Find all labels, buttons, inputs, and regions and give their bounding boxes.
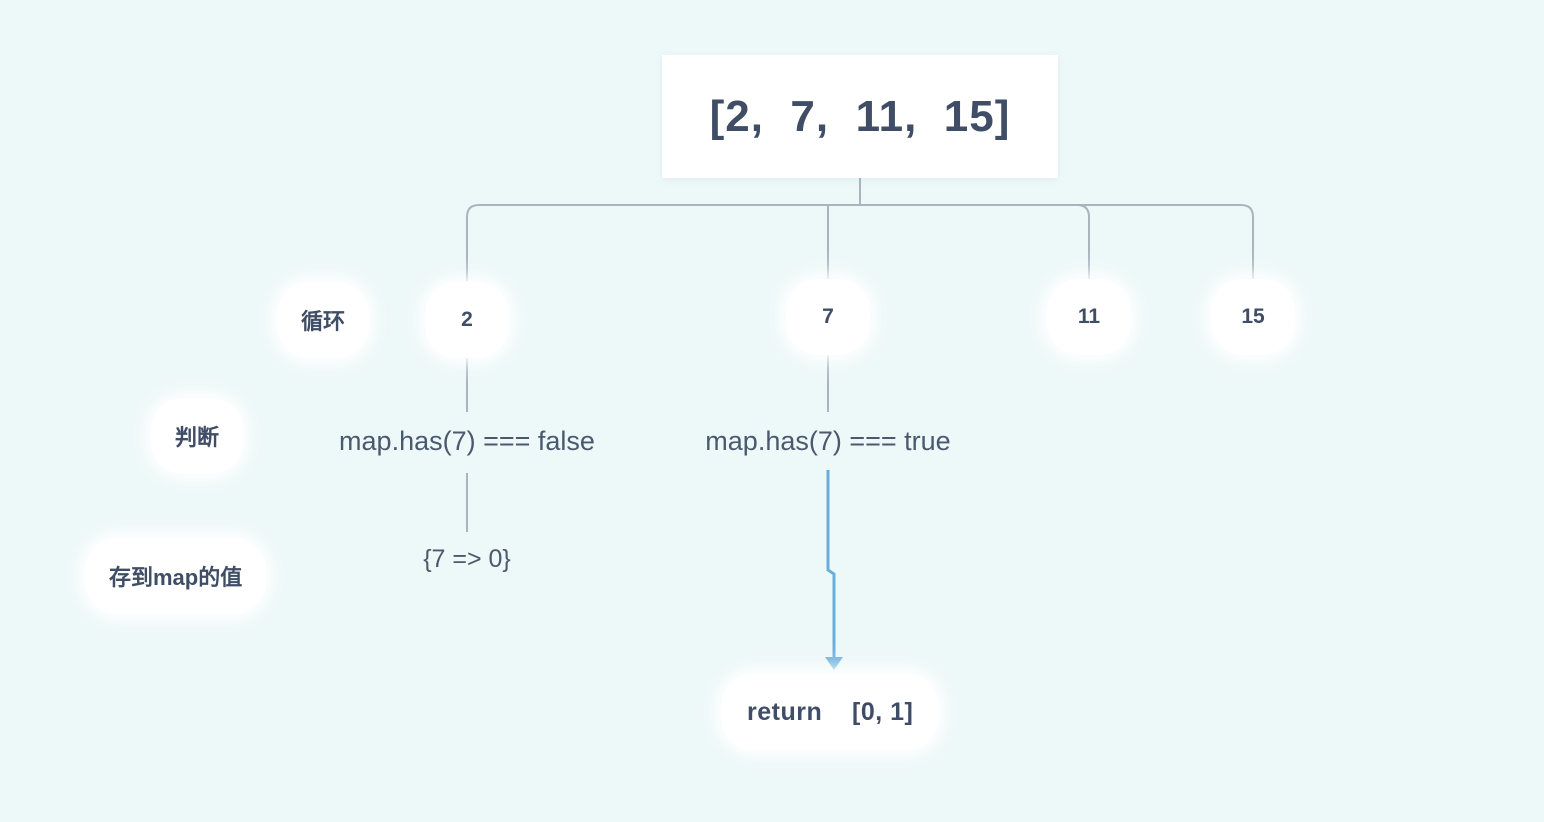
array-node-2[interactable]: 11 <box>1057 289 1121 345</box>
array-node-3[interactable]: 15 <box>1221 289 1285 345</box>
edge-elbow-node-11 <box>1076 204 1090 218</box>
array-node-3-label: 15 <box>1241 305 1265 328</box>
array-node-0-label: 2 <box>461 308 473 331</box>
edge-condition-to-return <box>826 470 836 660</box>
condition-false-label: map.has(7) === false <box>339 425 595 456</box>
array-node-2-label: 11 <box>1077 305 1101 328</box>
row-label-condition-text: 判断 <box>175 425 220 450</box>
array-node-1[interactable]: 7 <box>796 289 860 345</box>
row-label-condition: 判断 <box>161 408 234 464</box>
map-entry-label: {7 => 0} <box>423 544 511 573</box>
return-node-label: return [0, 1] <box>747 697 914 726</box>
array-node-0[interactable]: 2 <box>435 292 499 348</box>
root-array-node[interactable]: [2, 7, 11, 15] <box>662 55 1058 178</box>
row-label-store: 存到map的值 <box>95 548 257 604</box>
row-label-loop-text: 循环 <box>301 309 346 334</box>
map-entry-text: {7 => 0} <box>377 542 557 576</box>
condition-true-label: map.has(7) === true <box>705 425 951 456</box>
row-label-store-text: 存到map的值 <box>109 565 243 590</box>
condition-true-text: map.has(7) === true <box>680 422 976 460</box>
array-node-1-label: 7 <box>822 305 834 328</box>
row-label-loop: 循环 <box>287 292 360 348</box>
arrowhead-icon <box>825 657 843 670</box>
edge-bus <box>466 204 1254 281</box>
return-node[interactable]: return [0, 1] <box>731 684 930 740</box>
root-array-label: [2, 7, 11, 15] <box>709 91 1011 141</box>
condition-false-text: map.has(7) === false <box>317 422 617 460</box>
